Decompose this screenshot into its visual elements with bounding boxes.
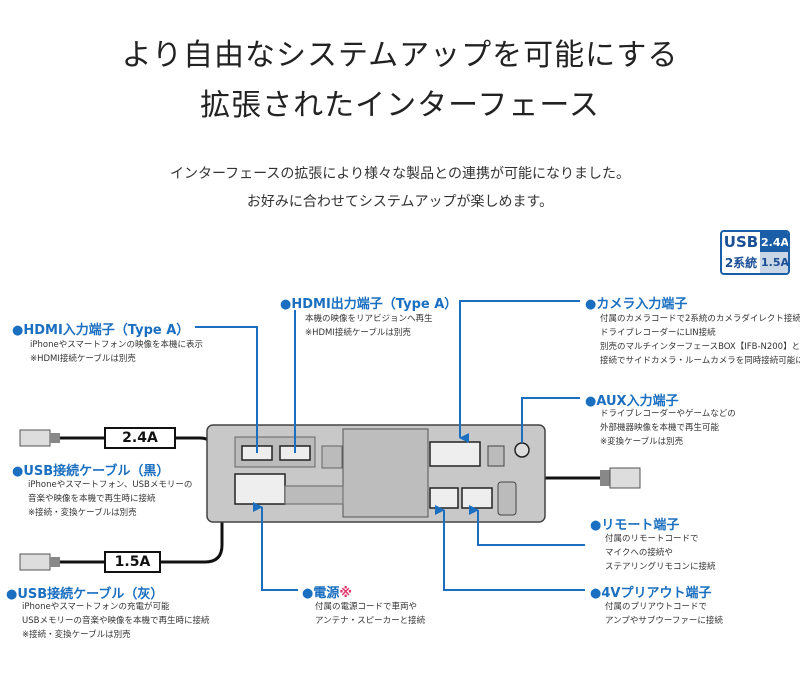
- aux-port: [514, 442, 530, 458]
- preout-label: ●4Vプリアウト端子: [590, 586, 712, 601]
- remote-desc: 付属のリモートコードでマイクへの接続やステアリングリモコンに接続: [605, 534, 716, 572]
- page-title-line1: より自由なシステムアップを可能にする: [121, 38, 679, 73]
- remote-label: ●リモート端子: [590, 518, 680, 533]
- usb-plug-black: [19, 429, 60, 447]
- aux-desc: ドライブレコーダーやゲームなどの外部機器映像を本機で再生可能※変換ケーブルは別売: [600, 409, 736, 447]
- usb-gray-cable: [58, 455, 224, 564]
- preout-desc: 付属のプリアウトコードでアンプやサブウーファーに接続: [605, 602, 723, 626]
- usb-black-label: ●USB接続ケーブル（黒）: [12, 464, 170, 479]
- hdmi-in-leader: [195, 326, 258, 453]
- remote-leader: [469, 505, 585, 546]
- power-port: [234, 473, 286, 505]
- hdmi-in-desc: iPhoneやスマートフォンの映像を本機に表示※HDMI接続ケーブルは別売: [30, 340, 203, 364]
- rear-plug: [600, 467, 641, 489]
- usb-black-desc: iPhoneやスマートフォン、USBメモリーの音楽や映像を本機で再生時に接続※接…: [28, 480, 193, 518]
- aux-label: ●AUX入力端子: [585, 394, 679, 409]
- hdmi-out-label: ●HDMI出力端子（Type A）: [280, 297, 458, 312]
- power-label: ●電源※: [302, 586, 352, 601]
- hdmi-in-label: ●HDMI入力端子（Type A）: [12, 323, 190, 338]
- intro-line1: インターフェースの拡張により様々な製品との連携が可能になりました。: [169, 166, 631, 182]
- intro-line2: お好みに合わせてシステムアップが楽しめます。: [246, 194, 554, 210]
- remote-port: [461, 487, 493, 509]
- usb-gray-amp: 1.5A: [114, 554, 151, 570]
- preout-port: [429, 487, 459, 509]
- camera-port: [429, 441, 481, 467]
- note-mark: ※: [339, 586, 352, 601]
- camera-leader: [459, 300, 580, 443]
- power-leader: [253, 502, 298, 591]
- camera-desc: 付属のカメラコードで2系統のカメラダイレクト接続やドライブレコーダーにLIN接続…: [600, 314, 800, 366]
- usb-gray-label: ●USB接続ケーブル（灰）: [6, 587, 164, 602]
- usb-plug-gray: [19, 553, 60, 571]
- page-title-line2: 拡張されたインターフェース: [200, 88, 600, 123]
- usb-black-amp: 2.4A: [122, 430, 158, 446]
- badge-usb: USB: [723, 233, 759, 251]
- power-desc: 付属の電源コードで車両やアンテナ・スピーカーと接続: [315, 602, 426, 626]
- hdmi-out-desc: 本機の映像をリアビジョンへ再生※HDMI接続ケーブルは別売: [305, 314, 433, 338]
- aux-leader: [521, 397, 580, 443]
- usb-2-system-badge: USB 2.4A 2系統 1.5A: [720, 230, 790, 275]
- preout-leader: [435, 505, 585, 591]
- badge-count: 2系統: [724, 256, 758, 270]
- camera-label: ●カメラ入力端子: [585, 297, 688, 312]
- badge-amp-high: 2.4A: [760, 232, 788, 252]
- badge-amp-low: 1.5A: [760, 252, 788, 273]
- switch: [487, 445, 505, 467]
